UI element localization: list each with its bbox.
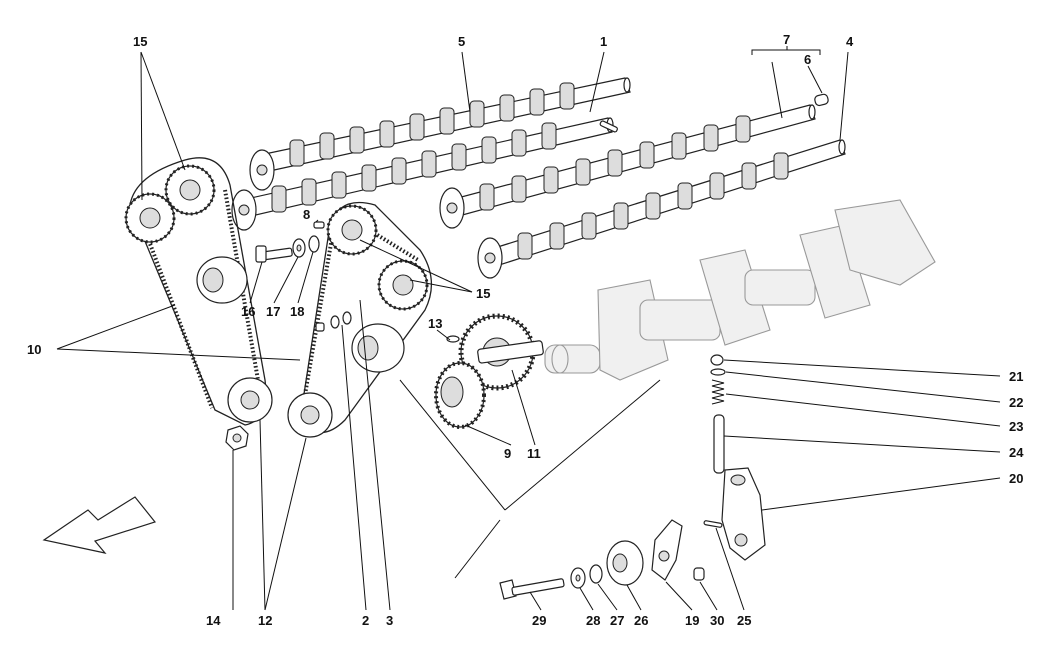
callout-6: 6 xyxy=(804,52,811,67)
callout-25: 25 xyxy=(737,613,751,628)
washer-17 xyxy=(292,238,306,258)
dowel-30 xyxy=(693,567,705,581)
callout-24: 24 xyxy=(1009,445,1024,460)
callout-3: 3 xyxy=(386,613,393,628)
callout-2: 2 xyxy=(362,613,369,628)
spacer-18 xyxy=(308,235,320,253)
tensioner-bracket-20 xyxy=(721,467,766,561)
small-washers-2 xyxy=(315,311,352,332)
pin-8 xyxy=(313,221,325,229)
camshaft-upper-right xyxy=(439,93,829,229)
callout-17: 17 xyxy=(266,304,280,319)
spring-23 xyxy=(711,379,725,405)
callout-5: 5 xyxy=(458,34,465,49)
callout-23: 23 xyxy=(1009,419,1023,434)
callout-22: 22 xyxy=(1009,395,1023,410)
callout-21: 21 xyxy=(1009,369,1023,384)
left-idler-pulley xyxy=(227,377,273,423)
gear-9 xyxy=(434,361,486,429)
washer-27 xyxy=(589,564,603,584)
callout-29: 29 xyxy=(532,613,546,628)
callout-14: 14 xyxy=(206,613,221,628)
callout-1: 1 xyxy=(600,34,607,49)
bolt-29 xyxy=(499,578,565,600)
camshaft-lower-left xyxy=(231,117,614,231)
key-pin xyxy=(599,120,618,133)
roller-26 xyxy=(606,540,644,586)
camshaft-lower-right xyxy=(477,139,846,279)
pin-25 xyxy=(703,520,723,528)
callout-28: 28 xyxy=(586,613,600,628)
callout-16: 16 xyxy=(241,304,255,319)
callout-19: 19 xyxy=(685,613,699,628)
camshaft-upper-left xyxy=(249,77,631,191)
callout-labels: 15 5 1 7 6 4 8 15 16 17 18 10 13 9 11 21… xyxy=(27,32,1024,628)
callout-12: 12 xyxy=(258,613,272,628)
drive-gear-11 xyxy=(458,313,544,391)
callout-18: 18 xyxy=(290,304,304,319)
left-tensioner-roller xyxy=(196,256,248,304)
left-cam-pulley-rear xyxy=(124,192,176,244)
callout-13: 13 xyxy=(428,316,442,331)
bolt-16 xyxy=(255,245,293,263)
direction-arrow-icon xyxy=(42,496,157,554)
callout-27: 27 xyxy=(610,613,624,628)
callout-11: 11 xyxy=(527,446,541,461)
leader-lines xyxy=(56,46,1001,611)
callout-20: 20 xyxy=(1009,471,1023,486)
callout-30: 30 xyxy=(710,613,724,628)
callout-15-right: 15 xyxy=(476,286,490,301)
callout-15-top: 15 xyxy=(133,34,147,49)
plunger-24 xyxy=(713,414,725,474)
tensioner-arm-19 xyxy=(651,519,683,581)
right-tensioner-roller xyxy=(351,323,405,373)
key-13 xyxy=(446,335,460,343)
right-idler-pulley xyxy=(287,392,333,438)
cap-21 xyxy=(710,354,724,366)
right-cam-pulley-lower xyxy=(377,259,429,311)
callout-8: 8 xyxy=(303,207,310,222)
right-cam-pulley-upper xyxy=(326,204,378,256)
crankshaft xyxy=(544,199,936,381)
callout-4: 4 xyxy=(846,34,854,49)
nut-14 xyxy=(225,425,249,451)
callout-26: 26 xyxy=(634,613,648,628)
callout-7: 7 xyxy=(783,32,790,47)
left-cam-pulley-front xyxy=(164,164,216,216)
washer-22 xyxy=(710,368,726,376)
washer-28 xyxy=(570,567,586,589)
callout-9: 9 xyxy=(504,446,511,461)
callout-10: 10 xyxy=(27,342,41,357)
